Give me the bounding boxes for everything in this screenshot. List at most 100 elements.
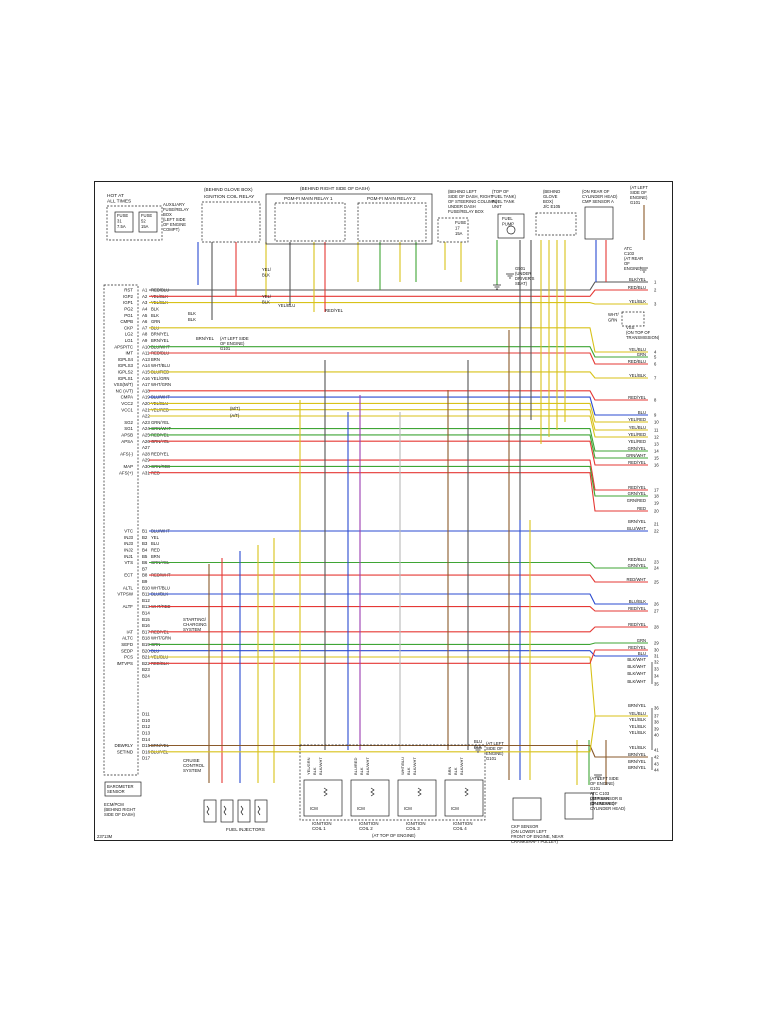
signal-wire (149, 465, 648, 497)
ecm-pin-number: B20 (142, 648, 150, 653)
signal-wire (149, 396, 648, 416)
fuse-17-label: 15A (455, 231, 463, 236)
ecm-pin-label: IMT (125, 351, 133, 356)
pin-wire-label: WHT/BLU (151, 585, 170, 590)
barometer-sensor (104, 781, 142, 797)
hot-at-all-times-label: ALL TIMES (107, 199, 131, 205)
coil-wire-label: BLK/WHT (412, 757, 417, 775)
barometer-sensor-label: SENSOR (107, 789, 125, 794)
right-terminal-number: 2 (654, 288, 657, 293)
junction-e105-label: BOX) (543, 199, 554, 204)
ecm-pin-label: VSS(M/T) (114, 382, 134, 387)
ecm-pin-number: D14 (142, 737, 151, 742)
ignition-coil-relay (201, 201, 261, 243)
coil-wire-label: BLK/WHT (365, 757, 370, 775)
ecm-pin-number: B1 (142, 529, 148, 534)
ecm-pin-label: VTC (124, 529, 133, 534)
aux-fuse-box-label: (LEFT SIDE (163, 217, 186, 222)
right-terminal-number: 43 (654, 762, 659, 767)
ecm-pin-number: B17 (142, 629, 150, 634)
ecm-pin-number: A24 (142, 426, 150, 431)
hot-at-all-times-label: HOT AT (107, 193, 124, 199)
cmp-sensor-b-label: CYLINDER HEAD) (590, 806, 626, 811)
pin-wire-label: BLK (151, 313, 159, 318)
signal-wire (149, 390, 648, 401)
ecm-pin-label: APSB (121, 433, 133, 438)
pin-wire-label: GRN (151, 319, 160, 324)
ecm-pin-number: A23 (142, 420, 150, 425)
coil-wire-label: BLU/RED (353, 758, 358, 775)
ecm-pin-number: B5 (142, 554, 148, 559)
fuel-tank-unit-label: FUEL TANK) (492, 194, 516, 199)
right-wire-label: BLK/YEL (629, 277, 647, 282)
left-dash-fuse-box-note: UNDER DASH (448, 204, 476, 209)
right-terminal-number: 35 (654, 682, 659, 687)
right-terminal-number: 17 (654, 488, 659, 493)
right-wire-label: YEL/BLU (629, 425, 646, 430)
fuel-tank-unit-label: FUEL TANK (492, 199, 515, 204)
ecm-pin-label: CMPA (121, 395, 133, 400)
injector-coil-icon (257, 805, 261, 816)
left-dash-fuse-box-note: OF STEERING COLUMN) (448, 199, 498, 204)
right-wire-label: BLU/BLK (629, 599, 646, 604)
behind-dash-box (265, 193, 433, 245)
right-wire-label: RED/WHT (626, 577, 646, 582)
coil-wire-label: BLK (359, 767, 364, 775)
right-terminal-number: 37 (654, 714, 659, 719)
coil-wire-label: BLK (453, 767, 458, 775)
ground-symbol-icon (506, 273, 514, 279)
ecm-pin-number: A10 (142, 344, 150, 349)
atc-c103-label: OF (624, 261, 630, 266)
cmp-sensor-a-label: CYLINDER HEAD) (582, 194, 618, 199)
cmp-sensor-b-label: CMP SENSOR B (590, 796, 622, 801)
fuse-52-label: FUSE (141, 213, 152, 218)
ground-c103-label: ATC C103 (590, 791, 610, 796)
main-relay-2-label: PGM-FI MAIN RELAY 2 (367, 196, 416, 201)
ecm-pin-number: A19 (142, 395, 150, 400)
right-terminal-number: 27 (654, 609, 659, 614)
ground-g501-label: SEAT) (515, 281, 528, 286)
coil-winding-icon (370, 787, 375, 797)
vss-sensor (621, 311, 645, 327)
fuel-pump-label: FUEL (502, 216, 513, 221)
coil-wire-label: BLK (406, 767, 411, 775)
pin-wire-label: WHT/BLU (151, 363, 170, 368)
right-wire-label: RED/YEL (628, 485, 647, 490)
ecm-pin-label: SETIND (117, 749, 133, 754)
right-terminal-number: 14 (654, 449, 659, 454)
fuel-pump-label: PUMP (502, 222, 514, 227)
ecm-pin-label: INJ2 (124, 548, 134, 553)
ecm-pin-label: IGPLS2 (118, 370, 134, 375)
aux-fuse-box-label: COMPT) (163, 227, 180, 232)
aux-fuse-box (106, 205, 163, 241)
ecm-pin-label: PCS (124, 655, 133, 660)
wire-label-blk: BLK (188, 317, 196, 322)
ecm-pin-number: B11 (142, 592, 150, 597)
ground-symbol-icon (640, 267, 648, 273)
ground-c103-label: (AT LEFT SIDE (590, 776, 619, 781)
ecm-pin-label: IAT (126, 629, 133, 634)
ecm-pin-label: VTPSW (117, 592, 133, 597)
ignition-coil-label: COIL 2 (359, 826, 373, 831)
ground-c103-label: (AT REAR (590, 796, 609, 801)
ecm-pin-number: A1 (142, 288, 148, 293)
behind-right-side-note: (BEHIND RIGHT SIDE OF DASH) (300, 186, 370, 191)
ecm-pin-number: B18 (142, 636, 150, 641)
ecm-pin-label: APSPITC (114, 344, 133, 349)
wire-label-blu-blk: BLK (474, 745, 482, 750)
right-wire-label: RED/YEL (628, 395, 647, 400)
signal-wire (149, 459, 648, 491)
ecm-pin-number: A15 (142, 370, 150, 375)
right-terminal-number: 40 (654, 733, 659, 738)
ecm-pin-number: A21 (142, 407, 150, 412)
fuse-52-label: 52 (141, 219, 146, 224)
right-wire-label: GRN/YEL (628, 446, 647, 451)
wire-label-wht-grn: GRN (608, 318, 617, 323)
ecm-pin-number: D17 (142, 756, 151, 761)
right-wire-label: BRN/YEL (628, 765, 647, 770)
left-engine-ground-g101: SIDE OF (486, 746, 503, 751)
ecm-pin-label: AFS(-) (120, 451, 133, 456)
ecm-pin-number: A29 (142, 458, 150, 463)
signal-wire (149, 649, 648, 664)
ecm-pin-number: A16 (142, 376, 150, 381)
